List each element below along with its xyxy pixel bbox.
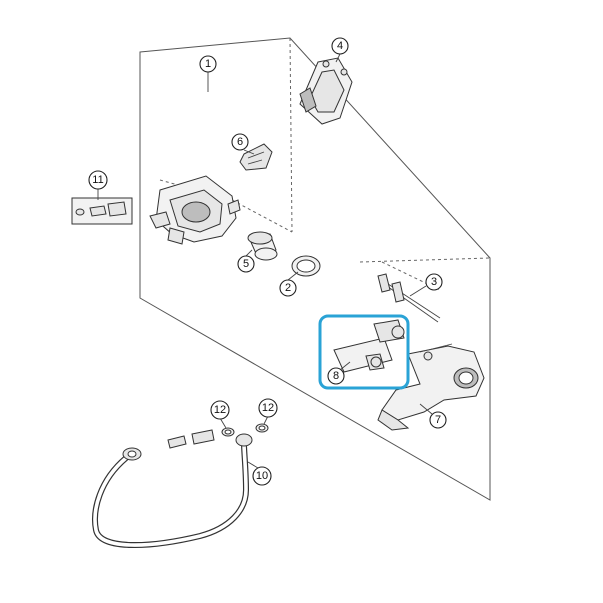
banjo-bolt xyxy=(167,429,215,449)
caliper-body xyxy=(149,175,241,245)
piston-seal xyxy=(291,255,321,277)
callout-3: 3 xyxy=(425,273,443,291)
callout-10: 10 xyxy=(252,466,272,486)
guide-pins xyxy=(377,261,441,323)
callout-11-label: 11 xyxy=(92,174,103,186)
brake-pads xyxy=(299,57,353,125)
callout-7: 7 xyxy=(429,411,447,429)
callout-8-label: 8 xyxy=(333,370,339,382)
callout-5: 5 xyxy=(237,255,255,273)
caliper-assembly-outline xyxy=(139,37,491,501)
callout-1: 1 xyxy=(199,55,217,73)
callout-3-label: 3 xyxy=(431,276,437,288)
piston xyxy=(247,231,278,261)
callout-2-label: 2 xyxy=(285,282,291,294)
bleed-screw xyxy=(71,197,133,225)
washers xyxy=(221,423,269,437)
callout-12a: 12 xyxy=(210,400,230,420)
bolt-kit xyxy=(333,319,405,373)
callout-6: 6 xyxy=(231,133,249,151)
callout-5-label: 5 xyxy=(243,258,249,270)
brake-hose xyxy=(92,433,253,548)
leader-lines xyxy=(97,53,433,469)
callout-4-label: 4 xyxy=(337,40,343,52)
callout-12a-label: 12 xyxy=(214,404,226,416)
callout-7-label: 7 xyxy=(435,414,441,426)
callout-2: 2 xyxy=(279,279,297,297)
caliper-carrier xyxy=(377,343,485,431)
pad-group-outline xyxy=(289,37,491,263)
callout-11: 11 xyxy=(88,170,108,190)
callout-12b-label: 12 xyxy=(262,402,274,414)
callout-6-label: 6 xyxy=(237,136,243,148)
callout-12b: 12 xyxy=(258,398,278,418)
callout-4: 4 xyxy=(331,37,349,55)
callout-1-label: 1 xyxy=(205,58,211,70)
callout-8: 8 xyxy=(327,367,345,385)
highlight-box xyxy=(318,314,410,390)
callout-10-label: 10 xyxy=(256,470,268,482)
pad-spring xyxy=(239,143,273,171)
